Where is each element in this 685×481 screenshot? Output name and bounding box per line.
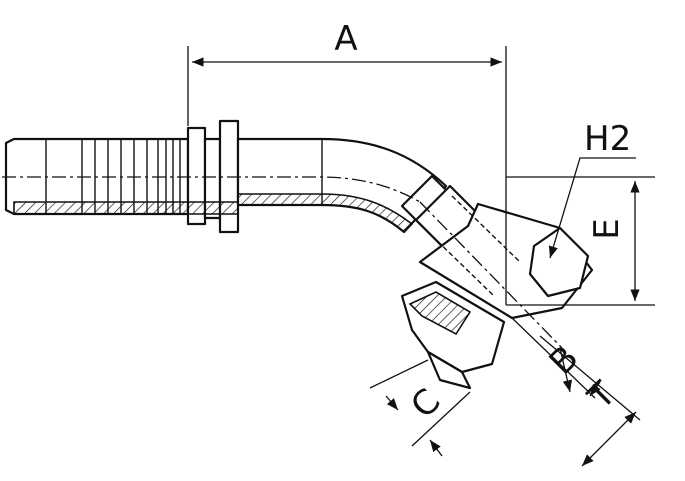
nut-assembly	[400, 174, 594, 390]
label-h2: H2	[584, 119, 631, 159]
dim-h2: H2	[548, 119, 636, 259]
label-t: T	[580, 374, 624, 418]
dim-a: A	[187, 19, 507, 305]
label-e: E	[587, 218, 627, 239]
label-b: B	[542, 338, 587, 383]
label-c: C	[403, 381, 448, 426]
dim-e: E	[506, 176, 655, 306]
label-a: A	[334, 19, 357, 59]
bent-tube	[236, 137, 448, 234]
dim-b-t: B T	[511, 317, 641, 467]
center-lines	[2, 176, 563, 349]
